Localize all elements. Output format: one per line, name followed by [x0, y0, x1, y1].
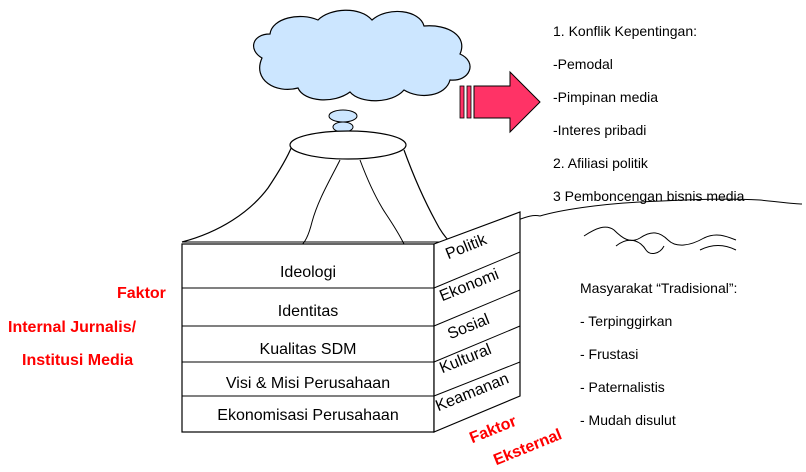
- conflict-item: 3 Pemboncengan bisnis media: [553, 188, 745, 204]
- internal-row: Ideologi: [279, 264, 337, 281]
- cloud-shape: [253, 9, 471, 102]
- side-divider: [433, 251, 521, 289]
- side-divider: [433, 325, 521, 363]
- external-side-face: [433, 211, 521, 433]
- society-item: - Mudah disulut: [580, 412, 676, 428]
- ridge-line: [299, 159, 405, 247]
- society-title: Masyarakat “Tradisional”:: [580, 280, 738, 296]
- side-divider: [433, 289, 521, 327]
- volcano-outline: [181, 145, 451, 243]
- conflict-item: -Pemodal: [553, 56, 613, 72]
- internal-row: Ekonomisasi Perusahaan: [217, 407, 399, 424]
- internal-row: Visi & Misi Perusahaan: [225, 375, 391, 392]
- internal-factor-label-2: Internal Jurnalis/: [8, 319, 137, 336]
- society-scribble: [583, 226, 737, 246]
- internal-row: Kualitas SDM: [259, 341, 357, 358]
- smoke-puff: [328, 109, 358, 123]
- society-item: - Paternalistis: [580, 379, 665, 395]
- arrow-icon: [459, 70, 541, 134]
- internal-factor-label-1: Faktor: [117, 285, 166, 302]
- internal-block: [181, 243, 435, 433]
- conflict-item: 2. Afiliasi politik: [553, 155, 648, 171]
- society-scribble: [539, 198, 803, 217]
- conflict-item: -Interes pribadi: [553, 122, 647, 138]
- society-item: - Terpinggirkan: [580, 313, 673, 329]
- conflict-item: -Pimpinan media: [553, 89, 659, 105]
- side-divider: [433, 361, 521, 397]
- crater: [289, 130, 407, 160]
- internal-factor-label-3: Institusi Media: [22, 352, 134, 369]
- conflict-item: 1. Konflik Kepentingan:: [553, 23, 697, 39]
- society-scribble: [615, 239, 737, 254]
- society-item: - Frustasi: [580, 346, 639, 362]
- internal-row: Identitas: [277, 303, 339, 320]
